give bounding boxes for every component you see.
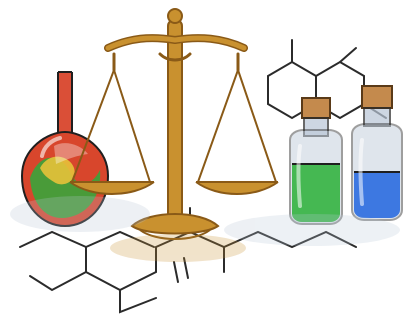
- reagent-bottle-icon: [351, 85, 403, 221]
- round-flask-icon: [20, 71, 110, 228]
- reagent-bottle-icon: [289, 97, 343, 225]
- watercolor-splashes: [10, 196, 400, 262]
- balance-scale-icon: [69, 8, 279, 240]
